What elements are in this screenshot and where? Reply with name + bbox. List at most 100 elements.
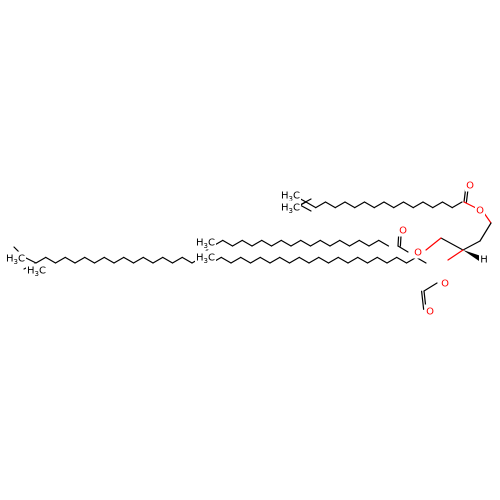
chain2-bond bbox=[222, 239, 234, 247]
chain3-bond bbox=[230, 256, 242, 264]
chain3-bond bbox=[45, 256, 57, 264]
chain1-methyl-upper-label: H3C bbox=[281, 191, 300, 204]
chain1-bond bbox=[315, 201, 327, 209]
chain2-bond bbox=[319, 239, 331, 247]
chain3-bond bbox=[240, 256, 252, 264]
stereo-wedge bbox=[463, 250, 484, 263]
chain2-bond bbox=[309, 239, 321, 247]
chain3-bond bbox=[347, 256, 359, 264]
chain1-bond bbox=[373, 201, 385, 209]
chain3-bond bbox=[162, 256, 174, 264]
chain3-bond bbox=[318, 256, 330, 264]
chain3-bond bbox=[249, 256, 261, 264]
chain1-bond bbox=[441, 201, 453, 209]
chain3-bond bbox=[142, 256, 154, 264]
chain3-bond bbox=[35, 256, 47, 264]
chain1-ester-o: O bbox=[476, 206, 484, 217]
chain2-carbonyl-o-bg bbox=[398, 223, 408, 237]
chain1-bond bbox=[354, 201, 366, 209]
chain1-bond bbox=[432, 201, 444, 209]
chain3-bond bbox=[357, 256, 369, 264]
chain2-bond bbox=[300, 239, 312, 247]
chain3-bond bbox=[288, 256, 300, 264]
chain1-bond bbox=[393, 201, 405, 209]
bonds-layer bbox=[13, 185, 492, 310]
chain3-carbonyl-o-bg bbox=[425, 304, 435, 318]
glycerol-ester3-bond bbox=[447, 249, 464, 261]
chain3-bond bbox=[279, 256, 291, 264]
chain3-bond bbox=[337, 256, 349, 264]
chain1-bond bbox=[305, 201, 317, 209]
chain1-bond bbox=[363, 201, 375, 209]
chain2-bond bbox=[270, 239, 282, 247]
stereo-hydrogen-bg bbox=[479, 252, 489, 266]
chain3-bond bbox=[396, 256, 408, 264]
chain3-bond bbox=[132, 256, 144, 264]
chain3-bond bbox=[259, 256, 271, 264]
chain1-bond bbox=[344, 201, 356, 209]
glycerol-bond bbox=[462, 240, 481, 251]
chain3-bond bbox=[171, 256, 183, 264]
chain3-methyl-lower-label: H3C bbox=[27, 266, 46, 279]
chain1-ester-o-bg bbox=[475, 203, 485, 217]
chain3-bond bbox=[308, 256, 320, 264]
chain2-bond bbox=[358, 239, 370, 247]
chain3-bond bbox=[54, 256, 66, 264]
chain3-methyl-upper-label: H3C bbox=[6, 254, 25, 267]
chain1-bond bbox=[412, 201, 424, 209]
chain3-methyl-upper-label-bg bbox=[5, 251, 26, 266]
chain2-methyl-upper-label-bg bbox=[195, 235, 216, 250]
chain3-ester-o-bg bbox=[440, 276, 450, 290]
chain3-bond bbox=[327, 256, 339, 264]
chain3-ester-bond bbox=[423, 282, 438, 292]
glycerol-ester2-bond bbox=[425, 237, 442, 251]
chain3-bond bbox=[376, 256, 388, 264]
chain2-bond bbox=[348, 239, 360, 247]
chain1-methyl-upper-label-bg bbox=[280, 188, 301, 203]
chain3-bond bbox=[64, 256, 76, 264]
chain1-carbonyl-o-bg bbox=[465, 178, 475, 192]
chain3-bond bbox=[74, 256, 86, 264]
chain3-bond bbox=[220, 256, 232, 264]
chain3-bond bbox=[386, 256, 398, 264]
chain1-bond bbox=[402, 201, 414, 209]
chain2-ester-o: O bbox=[414, 248, 422, 259]
chain3-bond bbox=[298, 256, 310, 264]
chain3-bond bbox=[269, 256, 281, 264]
chain3-carbonyl-o: O bbox=[426, 307, 434, 318]
chain2-bond bbox=[290, 239, 302, 247]
chain3-bond bbox=[181, 256, 193, 264]
chain3-bond bbox=[113, 256, 125, 264]
chain2-bond bbox=[241, 239, 253, 247]
chain2-methyl-upper-label: H3C bbox=[196, 238, 215, 251]
chain3-bond bbox=[93, 256, 105, 264]
chain2-bond bbox=[261, 239, 273, 247]
chain3-methyl-lower-label-bg bbox=[26, 263, 47, 278]
chain3-bond bbox=[123, 256, 135, 264]
chain2-bond bbox=[339, 239, 351, 247]
chain1-methyl-lower-label-bg bbox=[280, 200, 301, 215]
chain2-ester-bond bbox=[397, 245, 409, 253]
chain2-carbonyl-o: O bbox=[399, 226, 407, 237]
chain2-methyl-lower-label-bg bbox=[195, 250, 216, 265]
chain1-glycerol-bond bbox=[483, 212, 492, 224]
chain2-bond bbox=[251, 239, 263, 247]
chain1-branch-bond bbox=[299, 204, 312, 212]
glycerol-bond bbox=[479, 222, 492, 242]
chain1-bond bbox=[334, 201, 346, 209]
stereo-hydrogen: H bbox=[480, 255, 488, 266]
chain1-bond bbox=[383, 201, 395, 209]
chain2-bond bbox=[378, 239, 390, 247]
chain2-methyl-lower-label: H3C bbox=[196, 253, 215, 266]
chain1-ester-bond bbox=[463, 201, 477, 209]
chain2-bond bbox=[280, 239, 292, 247]
chain3-bond bbox=[84, 256, 96, 264]
chain2-bond bbox=[329, 239, 341, 247]
chain1-methyl-lower-label: H3C bbox=[281, 203, 300, 216]
chain2-bond bbox=[368, 239, 380, 247]
chain2-ester-o-bg bbox=[413, 245, 423, 259]
chain2-bond bbox=[231, 239, 243, 247]
chain1-bond bbox=[422, 201, 434, 209]
chain1-carbonyl-o: O bbox=[466, 181, 474, 192]
